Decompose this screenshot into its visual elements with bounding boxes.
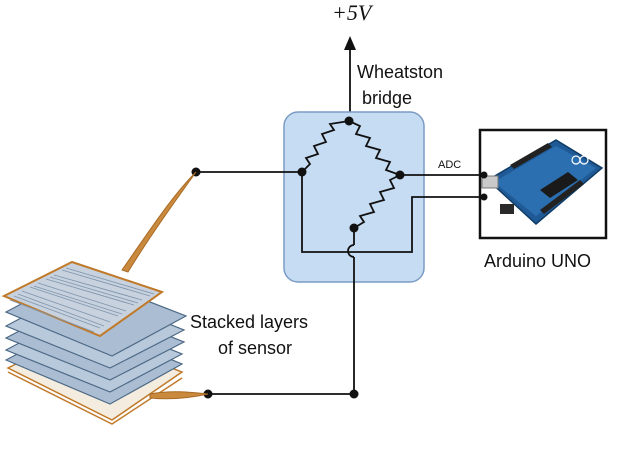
resistor-top-left: [301, 120, 350, 173]
bridge-label-line2: bridge: [362, 88, 412, 108]
supply-label: +5V: [332, 0, 374, 25]
adc-label: ADC: [438, 159, 461, 171]
arduino-gnd-pin: [480, 193, 488, 201]
arduino-adc-pin: [480, 171, 488, 179]
arduino-label: Arduino UNO: [484, 251, 591, 271]
sensor-bottom-lead: [149, 391, 209, 400]
arduino-board-icon: [481, 139, 604, 225]
resistor-top-right: [348, 120, 401, 176]
sensor-label-line2: of sensor: [218, 338, 292, 358]
bridge-label-line1: Wheatston: [357, 62, 443, 82]
sensor-stack: [1, 260, 188, 425]
bridge-left-wire: [301, 172, 413, 253]
sensor-top-lead: [121, 171, 197, 273]
ground-wire-to-arduino: [411, 196, 484, 198]
node-top: [344, 116, 354, 126]
node-bottom: [349, 223, 359, 233]
supply-arrow-icon: [344, 36, 356, 50]
bridge-circuit: [301, 120, 413, 258]
resistor-bottom-right: [353, 174, 401, 229]
sensor-fibres: [9, 267, 155, 333]
sensor-bottom-node-right: [349, 389, 359, 399]
sensor-label-line1: Stacked layers: [190, 312, 308, 332]
wire-crossover: [347, 244, 355, 258]
sensor-layer-top: [1, 260, 165, 338]
